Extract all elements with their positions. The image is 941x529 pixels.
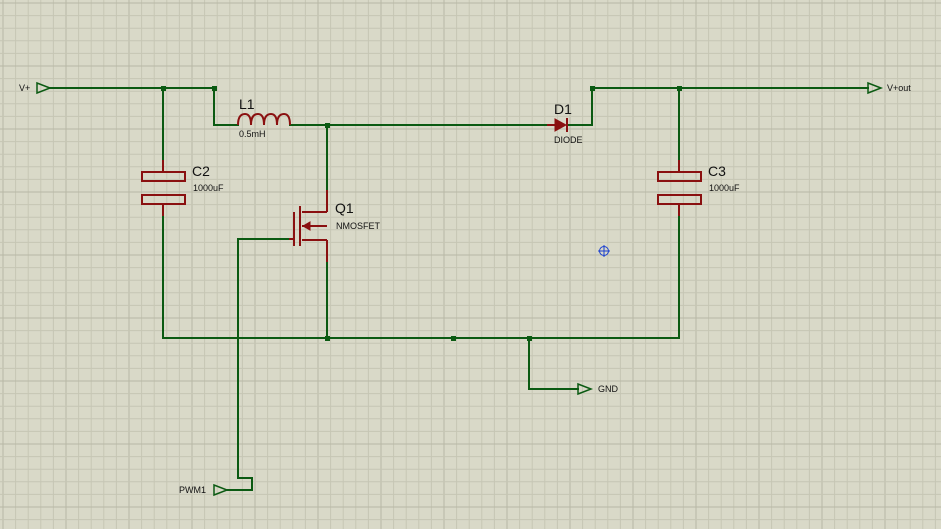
- inductor-l1[interactable]: L1 0.5mH: [237, 96, 291, 139]
- d1-ref-label: D1: [554, 101, 572, 117]
- q1-ref-label: Q1: [335, 200, 354, 216]
- terminal-pwm[interactable]: PWM1: [179, 483, 239, 497]
- l1-ref-label: L1: [239, 96, 255, 112]
- c3-value-label: 1000uF: [709, 183, 740, 193]
- vout-terminal-label: V+out: [887, 83, 911, 93]
- wire-gnd[interactable]: [528, 337, 579, 390]
- gnd-terminal-label: GND: [598, 384, 619, 394]
- c2-ref-label: C2: [192, 163, 210, 179]
- junction-dot: [451, 336, 456, 341]
- crosshair-cursor-icon: [598, 245, 610, 257]
- c3-ref-label: C3: [708, 163, 726, 179]
- gnd-terminal-icon: [577, 382, 594, 396]
- d1-value-label: DIODE: [554, 135, 583, 145]
- junction-dot: [677, 86, 682, 91]
- terminal-gnd[interactable]: GND: [577, 382, 619, 396]
- wire-pwm-gate[interactable]: [237, 238, 290, 491]
- c2-plate-bottom-icon: [141, 194, 186, 205]
- q1-arrow-icon: [301, 221, 311, 231]
- junctions: [161, 86, 682, 341]
- terminal-vin[interactable]: V+: [19, 81, 53, 95]
- capacitor-c2[interactable]: C2 1000uF: [141, 160, 224, 216]
- wire-vin-rail[interactable]: [49, 87, 239, 126]
- junction-dot: [161, 86, 166, 91]
- q1-value-label: NMOSFET: [336, 221, 381, 231]
- vin-terminal-icon: [36, 81, 53, 95]
- c3-plate-bottom-icon: [657, 194, 702, 205]
- c2-value-label: 1000uF: [193, 183, 224, 193]
- c3-plate-top-icon: [657, 171, 702, 182]
- pwm-terminal-label: PWM1: [179, 485, 206, 495]
- junction-dot: [527, 336, 532, 341]
- c2-plate-top-icon: [141, 171, 186, 182]
- junction-dot: [590, 86, 595, 91]
- vin-terminal-label: V+: [19, 83, 30, 93]
- wire-diode-out[interactable]: [568, 87, 869, 126]
- diode-d1[interactable]: D1 DIODE: [547, 101, 583, 145]
- junction-dot: [212, 86, 217, 91]
- junction-dot: [325, 336, 330, 341]
- l1-value-label: 0.5mH: [239, 129, 266, 139]
- vout-terminal-icon: [867, 81, 884, 95]
- terminal-vout[interactable]: V+out: [867, 81, 911, 95]
- inductor-coil-icon: [237, 112, 291, 126]
- wires: [49, 87, 869, 491]
- junction-dot: [325, 123, 330, 128]
- mosfet-q1[interactable]: Q1 NMOSFET: [289, 190, 381, 262]
- pwm-terminal-icon: [213, 483, 230, 497]
- capacitor-c3[interactable]: C3 1000uF: [657, 160, 740, 216]
